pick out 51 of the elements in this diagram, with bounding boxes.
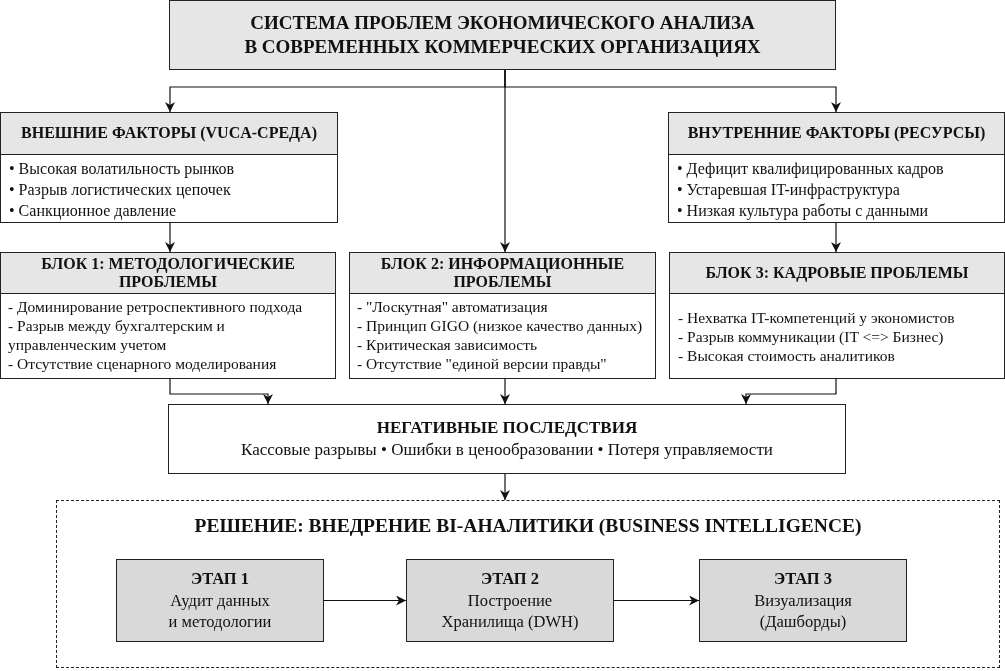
consequence-box (168, 404, 846, 474)
factor-panel (0, 112, 338, 223)
bullet-item: - "Лоскутная" автоматизация (357, 297, 548, 316)
factor-panel (668, 112, 1005, 223)
stage-box (116, 559, 324, 642)
bullet-item: - Принцип GIGO (низкое качество данных) (357, 316, 643, 335)
box-text: Аудит данных и методологии (167, 589, 273, 633)
arrow (169, 378, 273, 405)
box-heading: ЭТАП 2 (480, 568, 540, 590)
arrow (165, 222, 175, 253)
box-heading: НЕГАТИВНЫЕ ПОСЛЕДСТВИЯ (376, 416, 638, 439)
section-heading: РЕШЕНИЕ: ВНЕДРЕНИЕ BI-АНАЛИТИКИ (BUSINESS INTELLIGENCE) (194, 515, 862, 537)
problem-block (669, 252, 1005, 379)
stage-box (406, 559, 614, 642)
panel-heading: БЛОК 3: КАДРОВЫЕ ПРОБЛЕМЫ (670, 253, 1004, 294)
arrow (613, 595, 700, 606)
title-box (169, 0, 836, 70)
bullet-item: • Устаревшая IT-инфраструктура (677, 180, 900, 200)
bullet-item: - Отсутствие сценарного моделирования (8, 354, 277, 373)
bullet-item: • Разрыв логистических цепочек (9, 180, 231, 200)
arrow (500, 473, 510, 501)
bullet-item: - Разрыв коммуникации (IT <=> Бизнес) (678, 326, 944, 346)
problem-block (349, 252, 656, 379)
stage-box (699, 559, 907, 642)
bullet-item: - Нехватка IT-компетенций у экономистов (678, 307, 955, 327)
box-text: Построение Хранилища (DWH) (440, 589, 580, 633)
box-heading: СИСТЕМА ПРОБЛЕМ ЭКОНОМИЧЕСКОГО АНАЛИЗА В СОВРЕМЕННЫХ КОММЕРЧЕСКИХ ОРГАНИЗАЦИЯХ (243, 11, 762, 59)
bullet-item: - Высокая стоимость аналитиков (678, 345, 895, 365)
bullet-item: - Отсутствие "единой версии правды" (357, 354, 607, 373)
panel-heading: ВНУТРЕННИЕ ФАКТОРЫ (РЕСУРСЫ) (669, 113, 1004, 155)
arrow (500, 378, 510, 405)
box-text: Кассовые разрывы • Ошибки в ценообразовании • Потеря управляемости (241, 439, 773, 461)
problem-block (0, 252, 336, 379)
bullet-item: - Разрыв между бухгалтерским и управленческим учетом (8, 316, 226, 354)
bullet-item: - Доминирование ретроспективного подхода (8, 297, 303, 316)
bullet-item: - Критическая зависимость (357, 335, 538, 354)
box-text: Визуализация (Дашборды) (753, 589, 853, 633)
arrow (741, 378, 837, 405)
panel-heading: БЛОК 2: ИНФОРМАЦИОННЫЕ ПРОБЛЕМЫ (350, 253, 655, 294)
arrow (831, 222, 841, 253)
panel-heading: БЛОК 1: МЕТОДОЛОГИЧЕСКИЕ ПРОБЛЕМЫ (1, 253, 335, 294)
arrow (323, 595, 407, 606)
bullet-item: • Низкая культура работы с данными (677, 201, 929, 221)
arrow (504, 69, 841, 113)
bullet-item: • Дефицит квалифицированных кадров (677, 159, 944, 179)
panel-heading: ВНЕШНИЕ ФАКТОРЫ (VUCA-СРЕДА) (1, 113, 337, 155)
box-heading: ЭТАП 1 (190, 568, 250, 590)
solution-frame (56, 500, 1000, 668)
box-heading: ЭТАП 3 (773, 568, 833, 590)
bullet-item: • Высокая волатильность рынков (9, 159, 235, 179)
bullet-item: • Санкционное давление (9, 201, 177, 221)
